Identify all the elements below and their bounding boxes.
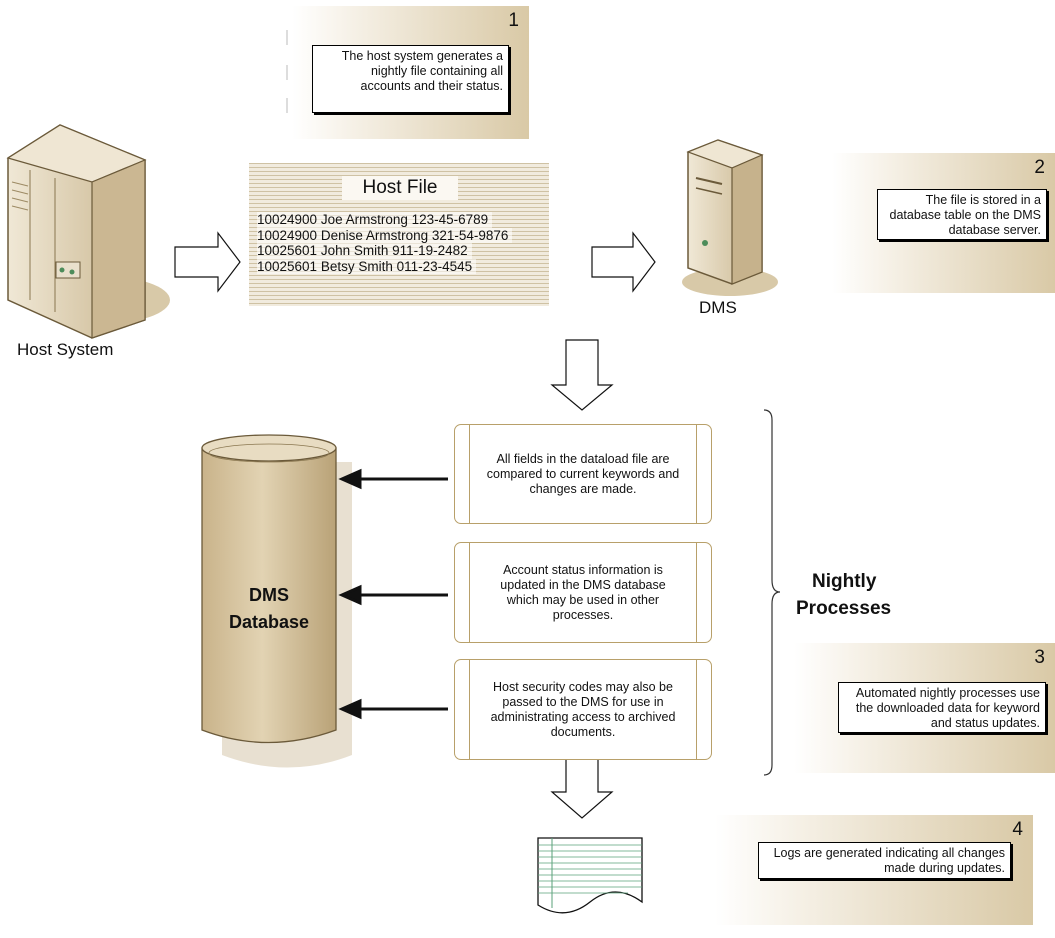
database-label: DMS Database [202,582,336,636]
arrows-to-database [338,468,448,720]
database-cylinder-icon [201,434,352,768]
nightly-label-line-1: Nightly [812,571,877,592]
arrow-right-2 [591,231,656,293]
host-file-row: 10024900 Joe Armstrong 123-45-6789 [257,212,493,228]
dms-server-icon [682,139,778,296]
nightly-label-line-2: Processes [796,598,892,619]
host-file-title: Host File [342,176,458,200]
arrow-down-1 [550,339,614,411]
callout-text: Automated nightly processes use the down… [838,682,1046,733]
log-document-icon [537,837,643,914]
callout-number: 4 [1012,819,1023,840]
dms-label: DMS [699,298,737,317]
process-box-3: Host security codes may also be passed t… [454,659,712,760]
host-file-row: 10025601 Betsy Smith 011-23-4545 [257,258,477,274]
callout-4: 4 Logs are generated indicating all chan… [715,815,1033,925]
nightly-processes-label: Nightly Processes [796,568,891,622]
database-label-line-1: DMS [249,585,289,605]
process-text: Account status information is updated in… [500,562,666,622]
callout-text: Logs are generated indicating all change… [758,842,1011,879]
process-box-2: Account status information is updated in… [454,542,712,643]
host-system-label: Host System [17,340,114,359]
database-label-line-2: Database [228,612,310,632]
callout-2: 2 The file is stored in a database table… [832,153,1055,293]
host-file-row: 10024900 Denise Armstrong 321-54-9876 [257,227,513,243]
arrow-right-1 [174,231,241,293]
callout-3: 3 Automated nightly processes use the do… [794,643,1055,773]
callout-text: The host system generates a nightly file… [312,45,509,113]
process-box-1: All fields in the dataload file are comp… [454,424,712,524]
callout-number: 2 [1034,157,1045,178]
callout-1: 1 The host system generates a nightly fi… [292,6,529,139]
host-file: Host File 10024900 Joe Armstrong 123-45-… [249,163,549,306]
process-text: All fields in the dataload file are comp… [486,451,680,496]
host-file-row: 10025601 John Smith 911-19-2482 [257,243,472,259]
host-file-rows: 10024900 Joe Armstrong 123-45-6789 10024… [257,212,543,274]
callout-number: 1 [508,10,519,31]
brace-icon [763,409,781,776]
callout-number: 3 [1034,647,1045,668]
host-server-icon [6,124,170,339]
process-text: Host security codes may also be passed t… [490,679,676,739]
callout-text: The file is stored in a database table o… [877,189,1047,240]
